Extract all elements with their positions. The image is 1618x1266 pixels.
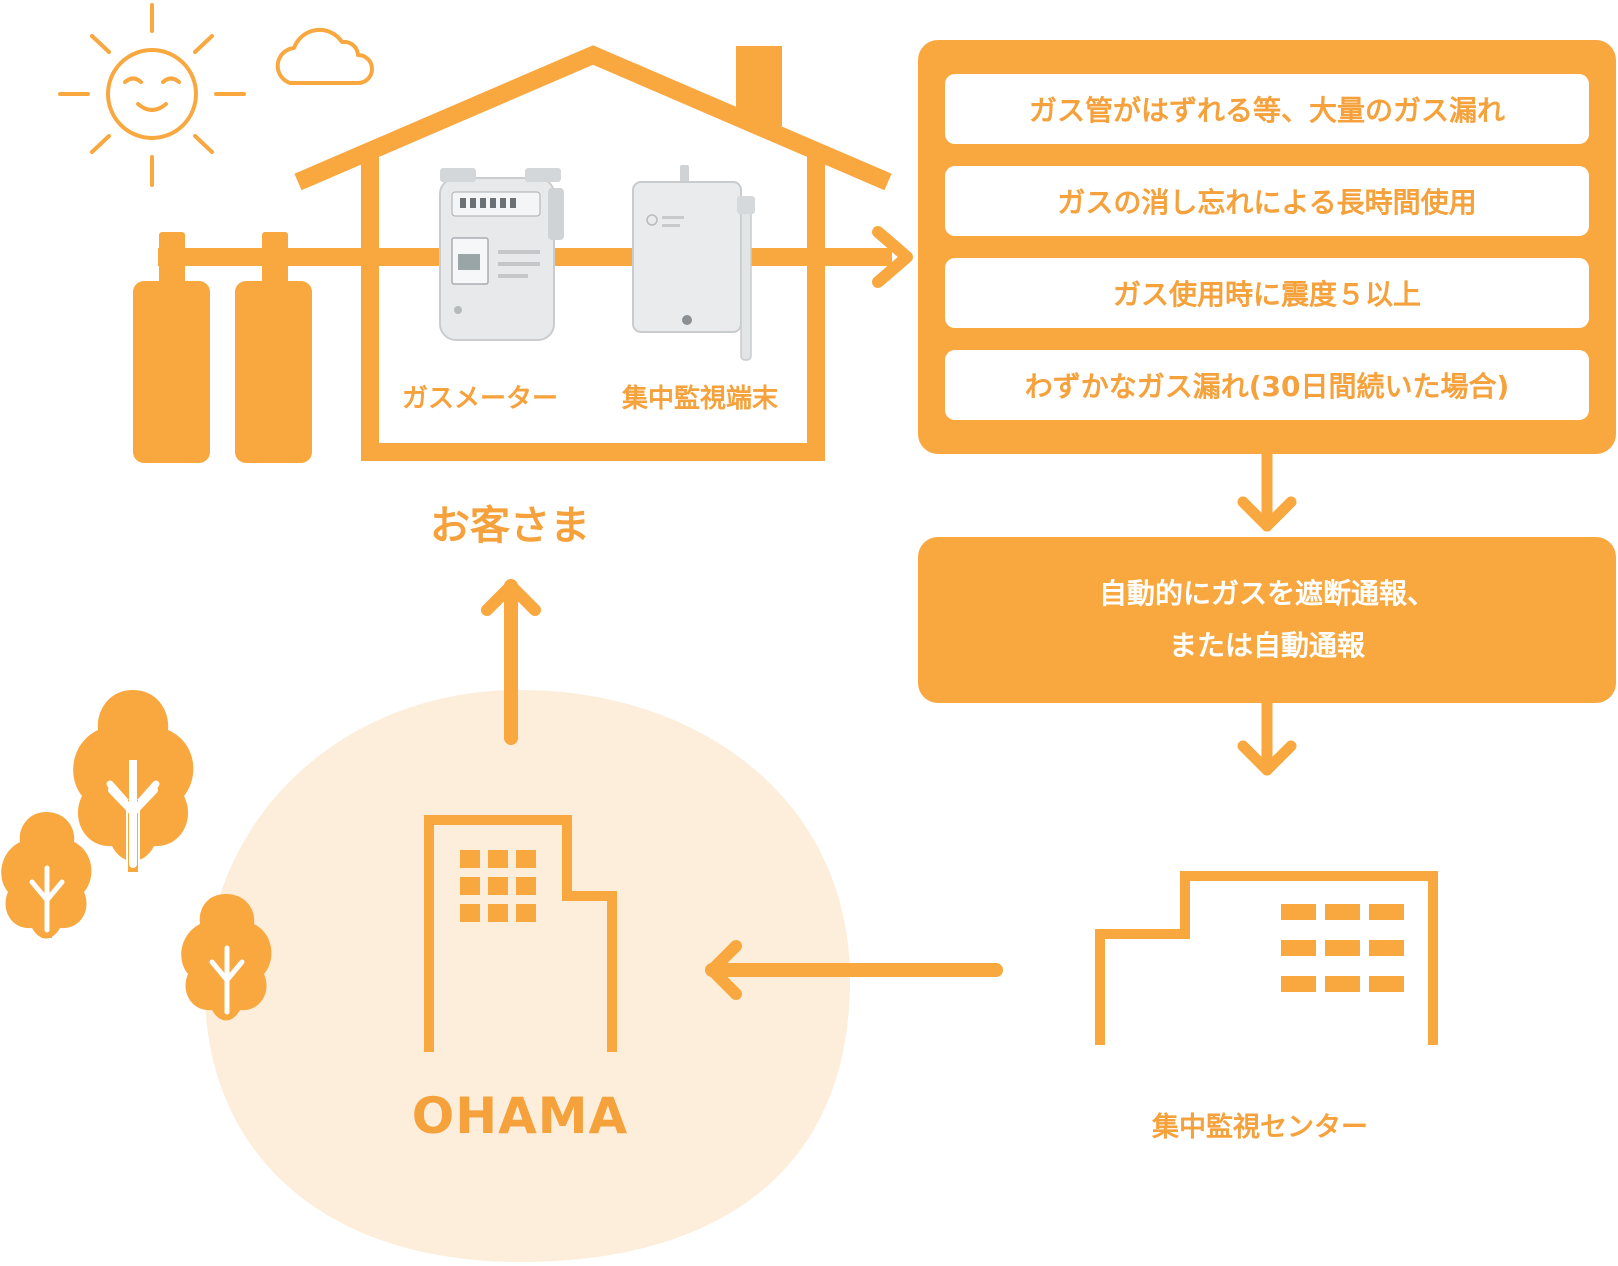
- tree-trunk: [108, 766, 158, 868]
- monitoring-terminal-icon: [632, 165, 755, 361]
- action-line-1: 自動的にガスを遮断通報、: [1098, 577, 1435, 610]
- gas-meter-icon: [439, 168, 564, 341]
- condition-item: ガス使用時に震度５以上: [945, 258, 1589, 328]
- terminal-label: 集中監視端末: [621, 384, 778, 414]
- arrow-to-ohama: [705, 940, 1003, 1000]
- sun-icon: [58, 3, 246, 187]
- arrow-to-customer: [481, 579, 541, 745]
- gas-meter-label: ガスメーター: [401, 384, 558, 414]
- condition-item: ガス管がはずれる等、大量のガス漏れ: [945, 74, 1589, 144]
- tree-icon-2: [1, 812, 92, 939]
- ohama-area-blob: [205, 690, 850, 1262]
- customer-label: お客さま: [430, 503, 590, 549]
- cloud-icon: [275, 27, 374, 85]
- house-icon: [294, 45, 892, 461]
- action-box: 自動的にガスを遮断通報、 または自動通報: [918, 537, 1616, 703]
- condition-item: わずかなガス漏れ(30日間続いた場合): [945, 350, 1589, 420]
- flow-down-arrow: [1237, 448, 1297, 532]
- flow-down-arrow-2: [1237, 697, 1297, 776]
- conditions-panel: ガス管がはずれる等、大量のガス漏れ ガスの消し忘れによる長時間使用 ガス使用時に…: [918, 40, 1616, 454]
- condition-item: ガスの消し忘れによる長時間使用: [945, 166, 1589, 236]
- action-line-2: または自動通報: [1168, 629, 1365, 662]
- tree-icon-3: [181, 894, 272, 1021]
- gas-cylinder-icon: [133, 232, 312, 463]
- monitoring-center-building-icon: [1095, 871, 1438, 1045]
- monitoring-center-label: 集中監視センター: [1152, 1112, 1368, 1143]
- ohama-label: OHAMA: [411, 1087, 629, 1145]
- ohama-building-icon: [424, 815, 617, 1052]
